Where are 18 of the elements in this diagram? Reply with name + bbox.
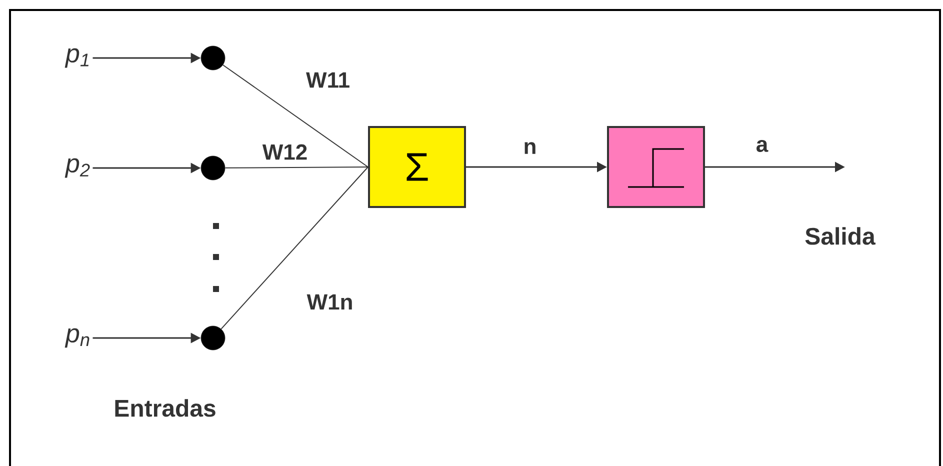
input-dot	[200, 156, 226, 180]
caption-label: Salida	[805, 227, 876, 245]
input-label: p$_{2}$	[64, 158, 90, 178]
input-label: p$_{n}$	[64, 328, 90, 348]
connector-line	[224, 166, 368, 168]
input-dot	[200, 326, 226, 350]
edge-label: W11	[306, 72, 350, 88]
connector-line	[220, 166, 368, 330]
input-label: p$_{1}$	[64, 48, 88, 68]
edge-label: n	[524, 142, 536, 154]
edge-label: W1n	[306, 294, 352, 310]
connector-line	[222, 64, 368, 168]
sum-box: Σ	[368, 126, 466, 208]
step-function-box	[607, 126, 705, 208]
edge-label: a	[756, 140, 768, 152]
caption-label: Entradas	[115, 399, 216, 417]
input-dot	[200, 46, 226, 70]
edge-label: W12	[262, 144, 307, 160]
